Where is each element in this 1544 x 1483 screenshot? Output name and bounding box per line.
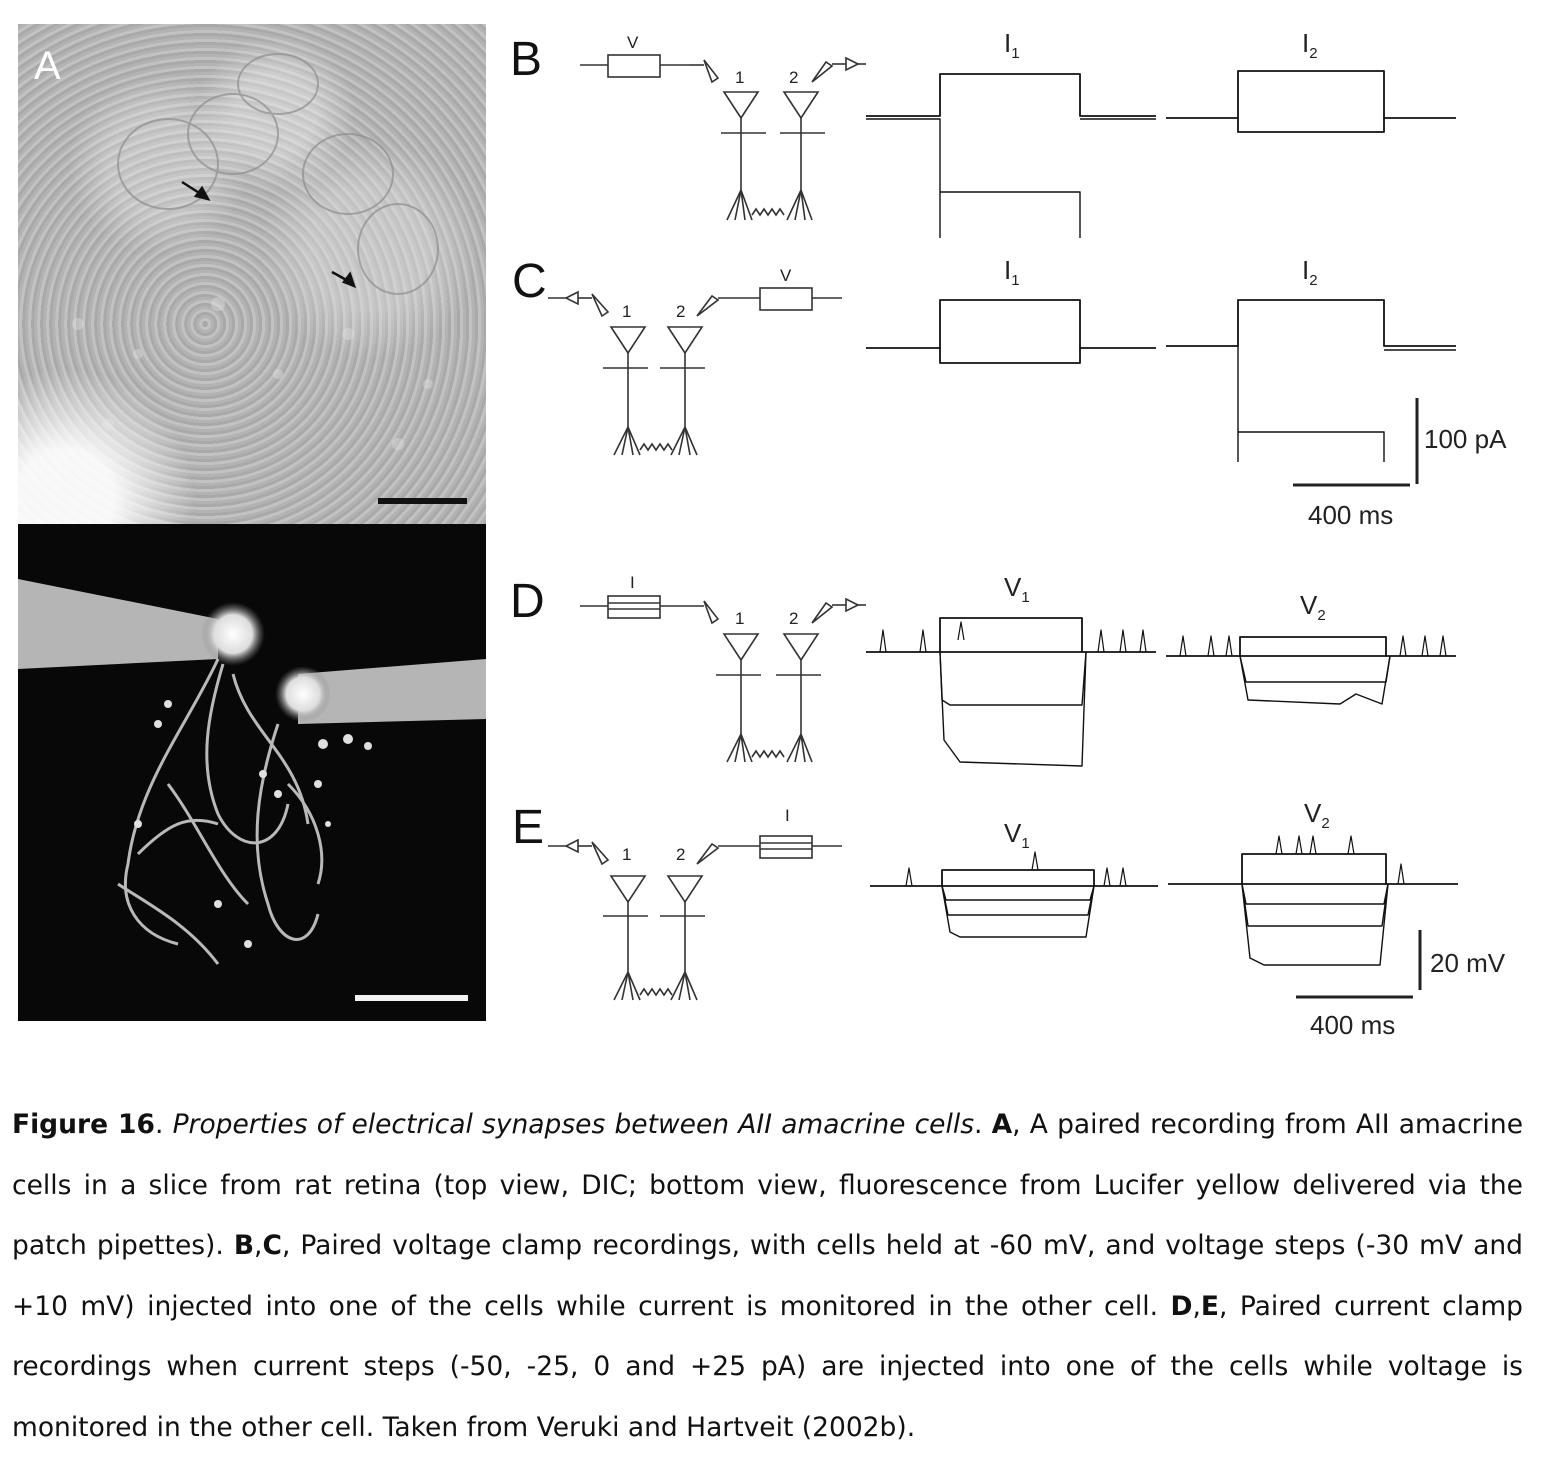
trace-label-d-right: V2 bbox=[1300, 590, 1326, 625]
caption-label-b: B bbox=[233, 1230, 255, 1261]
figure-16: A bbox=[18, 24, 1507, 1040]
circuit-diagram-d bbox=[580, 595, 866, 763]
panel-label-b: B bbox=[510, 33, 543, 86]
electrophysiology-diagrams bbox=[548, 54, 1458, 1001]
label-cell1-b: 1 bbox=[735, 68, 745, 87]
caption-label-e: E bbox=[1200, 1290, 1219, 1322]
trace-label-b-left: I1 bbox=[1004, 28, 1020, 63]
panel-label-d: D bbox=[510, 575, 545, 628]
caption-text-de: , Paired current clamp recordings when c… bbox=[12, 1290, 1523, 1443]
fluorescence-micrograph bbox=[18, 524, 486, 1021]
scale-label-time-bottom: 400 ms bbox=[1310, 1010, 1396, 1040]
circuit-diagram-c bbox=[548, 287, 842, 456]
caption-text-a: , A paired recording from AII amacrine c… bbox=[12, 1109, 1523, 1261]
scale-bar-top bbox=[378, 498, 467, 504]
label-cell2-b: 2 bbox=[789, 68, 799, 87]
label-cell2-d: 2 bbox=[789, 609, 799, 628]
scale-label-time-top: 400 ms bbox=[1308, 500, 1394, 530]
scale-bars bbox=[1293, 398, 1422, 999]
label-cell1-c: 1 bbox=[622, 302, 632, 321]
label-cell2-c: 2 bbox=[676, 302, 686, 321]
figure-caption: Figure 16. Properties of electrical syna… bbox=[12, 1109, 1523, 1443]
label-cell2-e: 2 bbox=[676, 845, 686, 864]
caption-text-bc: , Paired voltage clamp recordings, with … bbox=[12, 1230, 1523, 1322]
trace-b-i1 bbox=[866, 73, 1156, 238]
trace-d-v1 bbox=[866, 617, 1156, 767]
trace-label-b-right: I2 bbox=[1302, 28, 1318, 63]
caption-label-a: A bbox=[991, 1109, 1013, 1140]
trace-b-i2 bbox=[1166, 70, 1456, 133]
caption-figure-label: Figure 16 bbox=[12, 1109, 155, 1140]
trace-label-c-left: I1 bbox=[1004, 255, 1020, 290]
trace-label-e-right: V2 bbox=[1304, 798, 1330, 833]
caption-label-d: D bbox=[1170, 1290, 1193, 1322]
label-i-e: I bbox=[785, 806, 790, 825]
caption-label-c: C bbox=[262, 1230, 282, 1261]
circuit-diagram-b bbox=[580, 54, 866, 221]
caption-title: Properties of electrical synapses betwee… bbox=[172, 1109, 975, 1140]
fluorescence-image bbox=[18, 579, 486, 1001]
trace-d-v2 bbox=[1166, 635, 1456, 705]
trace-e-v1 bbox=[870, 851, 1158, 938]
dic-texture bbox=[72, 53, 467, 504]
trace-label-c-right: I2 bbox=[1302, 255, 1318, 290]
panel-label-a: A bbox=[34, 44, 61, 88]
trace-label-e-left: V1 bbox=[1004, 818, 1030, 853]
scale-bar-bottom bbox=[355, 995, 468, 1001]
label-v-c: V bbox=[780, 266, 792, 285]
scale-label-current: 100 pA bbox=[1424, 424, 1507, 454]
dic-micrograph bbox=[18, 24, 486, 524]
trace-c-i1 bbox=[866, 299, 1156, 364]
panel-label-c: C bbox=[512, 255, 547, 308]
label-cell1-d: 1 bbox=[735, 609, 745, 628]
scale-label-voltage: 20 mV bbox=[1430, 948, 1506, 978]
label-i-d: I bbox=[630, 573, 635, 592]
trace-label-d-left: V1 bbox=[1004, 572, 1030, 607]
trace-e-v2 bbox=[1168, 835, 1458, 966]
panel-label-e: E bbox=[512, 801, 545, 854]
trace-c-i2 bbox=[1166, 299, 1456, 462]
circuit-diagram-e bbox=[548, 835, 842, 1001]
label-cell1-e: 1 bbox=[622, 845, 632, 864]
label-v-b: V bbox=[627, 33, 639, 52]
